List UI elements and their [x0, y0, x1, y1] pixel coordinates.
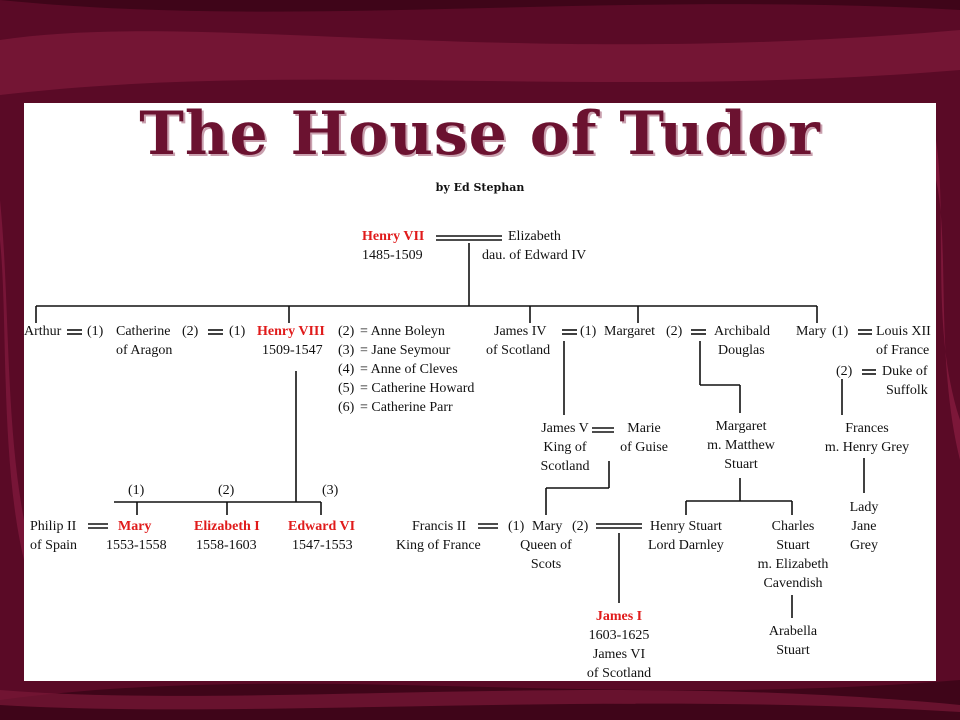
louis-xii-name: Louis XII — [876, 324, 931, 339]
family-tree-panel: The House of Tudor by Ed Stephan — [24, 103, 936, 681]
henry-stuart-name: Henry Stuart — [650, 519, 722, 534]
henry-vii-name: Henry VII — [362, 229, 425, 244]
margaret-tudor-name: Margaret — [604, 324, 656, 339]
marie-of-guise-name: Marie — [627, 421, 661, 436]
wife-catherine-howard: = Catherine Howard — [360, 381, 475, 396]
marriage-number: (2) — [338, 324, 355, 339]
mary-queen-of-scots-desc-2: Scots — [530, 557, 562, 572]
marriage-number: (4) — [338, 362, 355, 377]
charles-stuart-desc-1: m. Elizabeth — [757, 557, 829, 572]
marie-of-guise-desc: of Guise — [620, 440, 668, 455]
lady-jane-grey-1: Lady — [849, 500, 879, 515]
catherine-name: Catherine — [116, 324, 171, 339]
mary-tudor-name: Mary — [796, 324, 827, 339]
marriage-number: (1) — [229, 324, 246, 339]
james-iv-desc: of Scotland — [486, 343, 551, 358]
james-i-desc-1: James VI — [592, 647, 646, 662]
philip-ii-name: Philip II — [30, 519, 77, 534]
marriage-number: (3) — [322, 483, 339, 498]
wife-anne-boleyn: = Anne Boleyn — [360, 324, 445, 339]
edward-vi-years: 1547-1553 — [292, 538, 353, 553]
margaret-douglas-desc-1: m. Matthew — [707, 438, 775, 453]
henry-vii-years: 1485-1509 — [362, 248, 423, 263]
catherine-desc: of Aragon — [116, 343, 173, 358]
connector-lines — [35, 235, 876, 618]
marriage-number: (2) — [182, 324, 199, 339]
marriage-number: (2) — [836, 364, 853, 379]
henry-viii-years: 1509-1547 — [262, 343, 323, 358]
marriage-number: (2) — [666, 324, 683, 339]
marriage-number: (3) — [338, 343, 355, 358]
mary-i-name: Mary — [118, 519, 152, 534]
page-title: The House of Tudor — [139, 103, 821, 169]
edward-vi-name: Edward VI — [288, 519, 356, 534]
charles-stuart-desc-2: Cavendish — [763, 576, 823, 591]
marriage-number: (1) — [87, 324, 104, 339]
mary-i-years: 1553-1558 — [106, 538, 167, 553]
wife-anne-of-cleves: = Anne of Cleves — [360, 362, 458, 377]
arthur-name: Arthur — [24, 324, 62, 339]
marriage-number: (2) — [572, 519, 589, 534]
wife-jane-seymour: = Jane Seymour — [360, 343, 451, 358]
duke-of-suffolk: Duke of — [882, 364, 928, 379]
james-v-desc-1: King of — [543, 440, 587, 455]
elizabeth-i-years: 1558-1603 — [196, 538, 257, 553]
charles-stuart-name-1: Charles — [771, 519, 815, 534]
louis-xii-desc: of France — [876, 343, 930, 358]
charles-stuart-name-2: Stuart — [776, 538, 810, 553]
philip-ii-desc: of Spain — [30, 538, 78, 553]
frances-name: Frances — [845, 421, 889, 436]
archibald-name: Archibald — [714, 324, 770, 339]
arabella-stuart-1: Arabella — [768, 624, 818, 639]
lady-jane-grey-3: Grey — [850, 538, 878, 553]
james-i-desc-2: of Scotland — [586, 666, 652, 681]
james-i-name: James I — [595, 609, 643, 624]
mary-queen-of-scots-desc-1: Queen of — [520, 538, 572, 553]
frances-desc: m. Henry Grey — [824, 440, 910, 455]
margaret-douglas-desc-2: Stuart — [724, 457, 758, 472]
page-subtitle: by Ed Stephan — [435, 181, 525, 194]
james-i-years: 1603-1625 — [588, 628, 650, 643]
james-v-name: James V — [541, 421, 589, 436]
henry-viii-name: Henry VIII — [257, 324, 325, 339]
francis-ii-name: Francis II — [412, 519, 467, 534]
marriage-number: (1) — [580, 324, 597, 339]
elizabeth-i-name: Elizabeth I — [194, 519, 260, 534]
james-v-desc-2: Scotland — [540, 459, 590, 474]
henry-stuart-desc: Lord Darnley — [648, 538, 724, 553]
marriage-number: (6) — [338, 400, 355, 415]
marriage-number: (1) — [128, 483, 145, 498]
duke-of-suffolk-2: Suffolk — [886, 383, 928, 398]
marriage-number: (1) — [832, 324, 849, 339]
marriage-number: (1) — [508, 519, 525, 534]
wife-catherine-parr: = Catherine Parr — [360, 400, 453, 415]
arabella-stuart-2: Stuart — [776, 643, 810, 658]
archibald-desc: Douglas — [718, 343, 765, 358]
marriage-number: (2) — [218, 483, 235, 498]
elizabeth-york-name: Elizabeth — [508, 229, 561, 244]
marriage-number: (5) — [338, 381, 355, 396]
elizabeth-york-desc: dau. of Edward IV — [482, 248, 587, 263]
francis-ii-desc: King of France — [396, 538, 481, 553]
margaret-douglas-name: Margaret — [715, 419, 767, 434]
lady-jane-grey-2: Jane — [851, 519, 877, 534]
mary-queen-of-scots-name: Mary — [532, 519, 563, 534]
james-iv-name: James IV — [494, 324, 547, 339]
